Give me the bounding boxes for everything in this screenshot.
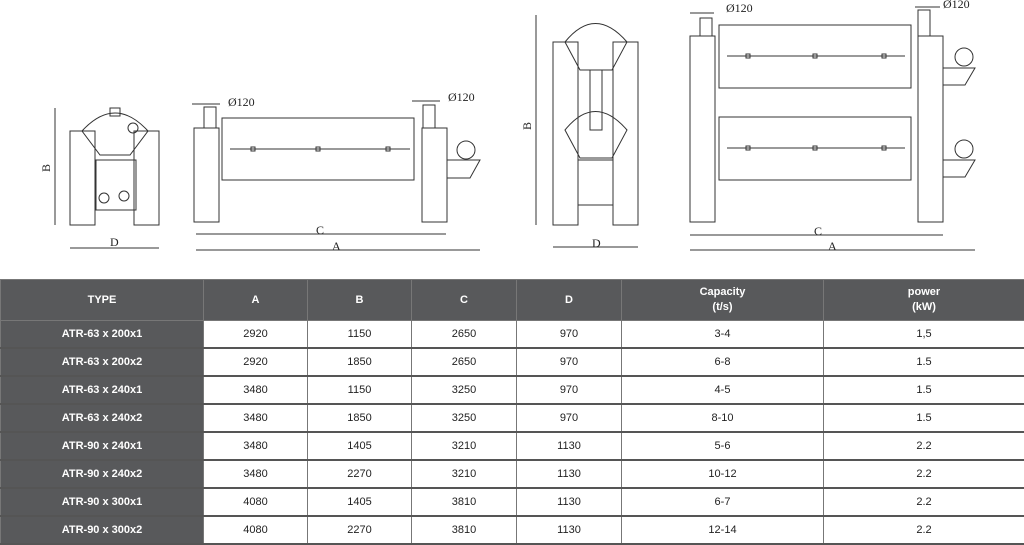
- cell-type: ATR-90 x 240x2: [1, 460, 204, 488]
- table-header: TYPE A B C D Capacity (t/s) power (kW): [1, 280, 1024, 321]
- cell-d: 1130: [517, 460, 622, 488]
- svg-text:Ø120: Ø120: [228, 95, 255, 109]
- power-label: power: [908, 286, 940, 298]
- header-b: B: [308, 280, 412, 321]
- cell-a: 3480: [204, 376, 308, 404]
- cell-type: ATR-90 x 300x2: [1, 516, 204, 544]
- cell-c: 3810: [412, 516, 517, 544]
- cell-b: 2270: [308, 516, 412, 544]
- cell-c: 3810: [412, 488, 517, 516]
- end-view-double: B D: [520, 15, 638, 250]
- cell-capacity: 12-14: [622, 516, 824, 544]
- header-c: C: [412, 280, 517, 321]
- cell-c: 3210: [412, 460, 517, 488]
- cell-type: ATR-90 x 300x1: [1, 488, 204, 516]
- cell-type: ATR-90 x 240x1: [1, 432, 204, 460]
- cell-power: 2.2: [824, 488, 1024, 516]
- cell-power: 2.2: [824, 460, 1024, 488]
- cell-c: 3210: [412, 432, 517, 460]
- capacity-label: Capacity: [700, 286, 746, 298]
- svg-text:C: C: [814, 224, 822, 238]
- cell-b: 1150: [308, 321, 412, 349]
- cell-b: 1405: [308, 432, 412, 460]
- cell-a: 2920: [204, 321, 308, 349]
- power-unit: (kW): [912, 301, 936, 313]
- cell-a: 4080: [204, 488, 308, 516]
- cell-capacity: 3-4: [622, 321, 824, 349]
- cell-c: 2650: [412, 321, 517, 349]
- cell-a: 2920: [204, 348, 308, 376]
- svg-text:Ø120: Ø120: [448, 90, 475, 104]
- cell-capacity: 10-12: [622, 460, 824, 488]
- header-type: TYPE: [1, 280, 204, 321]
- capacity-unit: (t/s): [712, 301, 732, 313]
- cell-capacity: 6-7: [622, 488, 824, 516]
- cell-type: ATR-63 x 200x1: [1, 321, 204, 349]
- specifications-table: TYPE A B C D Capacity (t/s) power (kW) ATR…: [0, 279, 1024, 545]
- header-capacity: Capacity (t/s): [622, 280, 824, 321]
- cell-d: 1130: [517, 516, 622, 544]
- cell-power: 1.5: [824, 404, 1024, 432]
- header-a: A: [204, 280, 308, 321]
- end-view-single: B D: [39, 108, 159, 249]
- side-view-double: Ø120 Ø120 C A: [690, 0, 975, 253]
- cell-b: 2270: [308, 460, 412, 488]
- cell-type: ATR-63 x 240x2: [1, 404, 204, 432]
- svg-text:C: C: [316, 223, 324, 237]
- cell-a: 3480: [204, 432, 308, 460]
- header-d: D: [517, 280, 622, 321]
- cell-d: 970: [517, 404, 622, 432]
- cell-power: 1.5: [824, 348, 1024, 376]
- cell-power: 2.2: [824, 516, 1024, 544]
- svg-text:D: D: [592, 236, 601, 250]
- header-power: power (kW): [824, 280, 1024, 321]
- svg-text:Ø120: Ø120: [726, 1, 753, 15]
- cell-c: 3250: [412, 404, 517, 432]
- side-view-single: Ø120 Ø120 C A: [192, 90, 480, 253]
- cell-d: 1130: [517, 488, 622, 516]
- cell-d: 970: [517, 348, 622, 376]
- cell-b: 1150: [308, 376, 412, 404]
- svg-text:A: A: [332, 239, 341, 253]
- svg-text:A: A: [828, 239, 837, 253]
- cell-a: 3480: [204, 404, 308, 432]
- cell-capacity: 6-8: [622, 348, 824, 376]
- cell-c: 2650: [412, 348, 517, 376]
- cell-b: 1850: [308, 348, 412, 376]
- cell-capacity: 4-5: [622, 376, 824, 404]
- cell-a: 4080: [204, 516, 308, 544]
- svg-text:B: B: [39, 164, 53, 172]
- cell-type: ATR-63 x 200x2: [1, 348, 204, 376]
- cell-power: 1.5: [824, 376, 1024, 404]
- svg-text:D: D: [110, 235, 119, 249]
- cell-power: 1,5: [824, 321, 1024, 349]
- cell-b: 1405: [308, 488, 412, 516]
- svg-text:Ø120: Ø120: [943, 0, 970, 11]
- technical-drawings: B D Ø120 Ø120 C A B D: [0, 0, 1024, 278]
- cell-d: 1130: [517, 432, 622, 460]
- cell-d: 970: [517, 376, 622, 404]
- cell-c: 3250: [412, 376, 517, 404]
- cell-type: ATR-63 x 240x1: [1, 376, 204, 404]
- cell-b: 1850: [308, 404, 412, 432]
- cell-power: 2.2: [824, 432, 1024, 460]
- cell-a: 3480: [204, 460, 308, 488]
- cell-d: 970: [517, 321, 622, 349]
- cell-capacity: 8-10: [622, 404, 824, 432]
- cell-capacity: 5-6: [622, 432, 824, 460]
- svg-text:B: B: [520, 122, 534, 130]
